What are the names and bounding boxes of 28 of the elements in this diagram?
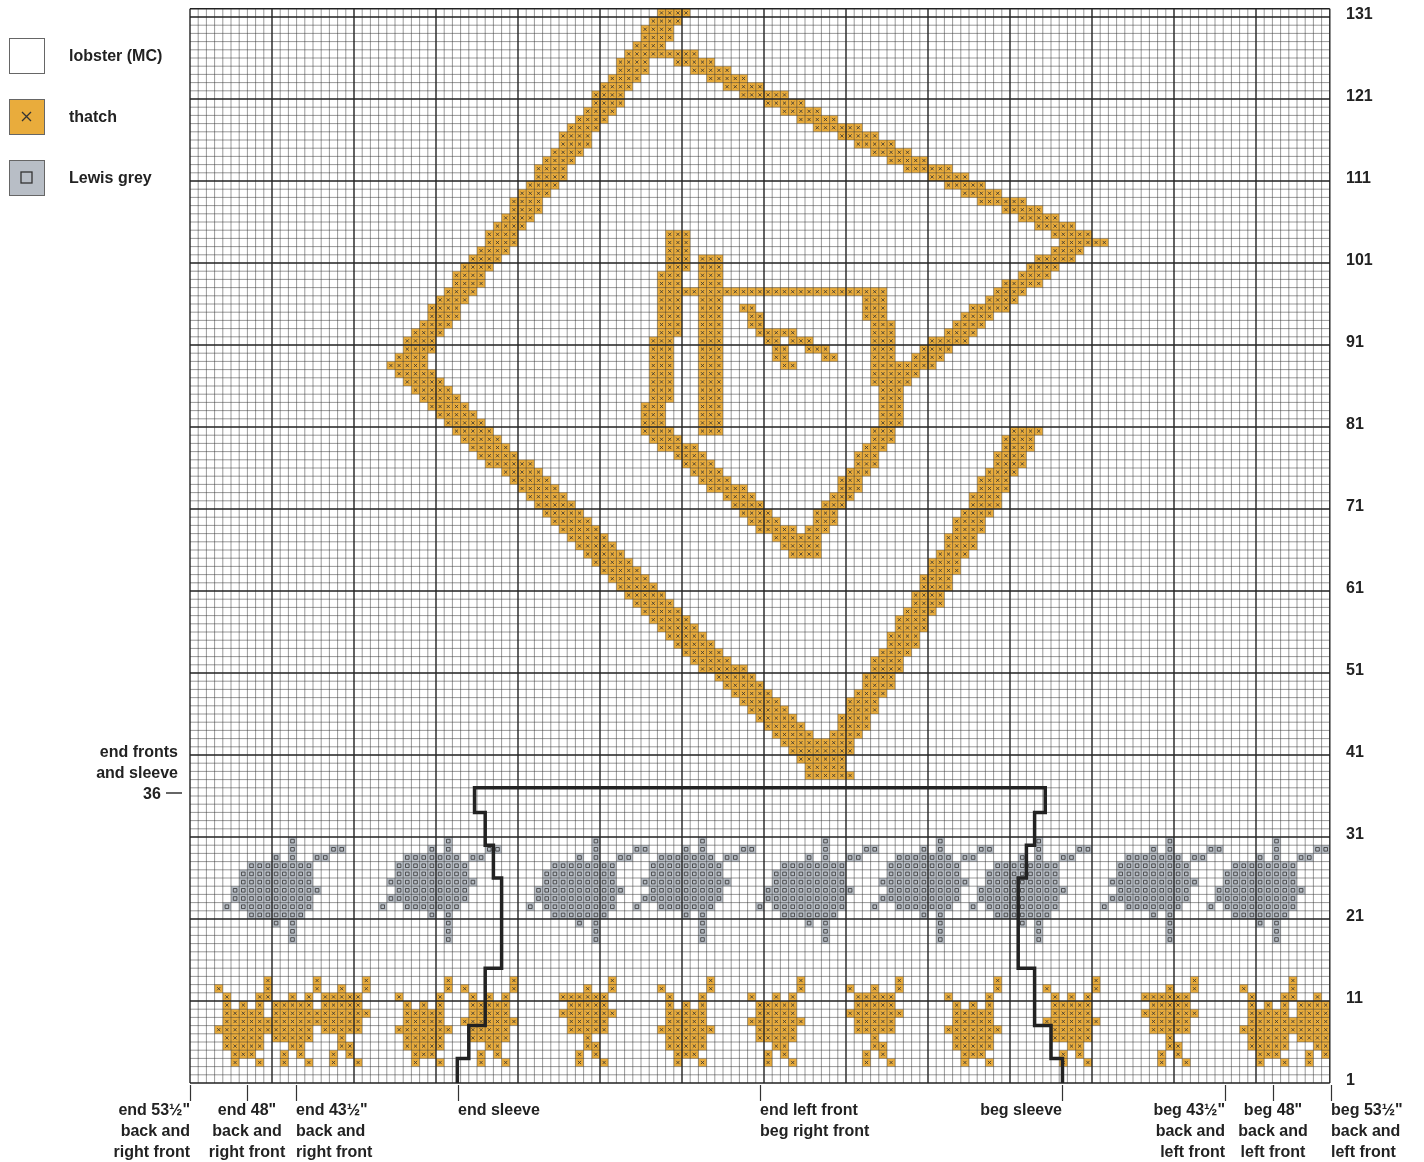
row-number: 91: [1346, 331, 1364, 352]
legend-label: Lewis grey: [69, 168, 152, 188]
row-number: 11: [1346, 987, 1363, 1008]
axis-label: end 53½" back and right front: [112, 1100, 190, 1162]
axis-label: beg sleeve: [979, 1100, 1062, 1120]
row-number: 31: [1346, 823, 1364, 844]
row-number: 51: [1346, 659, 1364, 680]
axis-label: beg 43½" back and left front: [1152, 1100, 1225, 1162]
row-number: 101: [1346, 249, 1373, 270]
axis-label: beg 53½" back and left front: [1331, 1100, 1404, 1162]
legend-label: lobster (MC): [69, 46, 163, 66]
row-number: 71: [1346, 495, 1364, 516]
axis-label: beg 48" back and left front: [1237, 1100, 1309, 1162]
axis-label: end 48" back and right front: [207, 1100, 287, 1162]
legend-label: thatch: [69, 107, 117, 127]
row-number: 81: [1346, 413, 1364, 434]
chart-note: end fronts and sleeve: [95, 742, 178, 783]
row-number: 41: [1346, 741, 1364, 762]
row-number: 61: [1346, 577, 1364, 598]
row-number: 36: [143, 784, 161, 804]
axis-label: end left front beg right front: [760, 1100, 871, 1141]
row-number: 1: [1346, 1069, 1355, 1090]
row-number: 21: [1346, 905, 1364, 926]
axis-label: end sleeve: [458, 1100, 541, 1120]
axis-label: end 43½" back and right front: [296, 1100, 374, 1162]
row-number: 131: [1346, 3, 1373, 24]
row-number: 111: [1346, 167, 1371, 188]
row-number: 121: [1346, 85, 1373, 106]
